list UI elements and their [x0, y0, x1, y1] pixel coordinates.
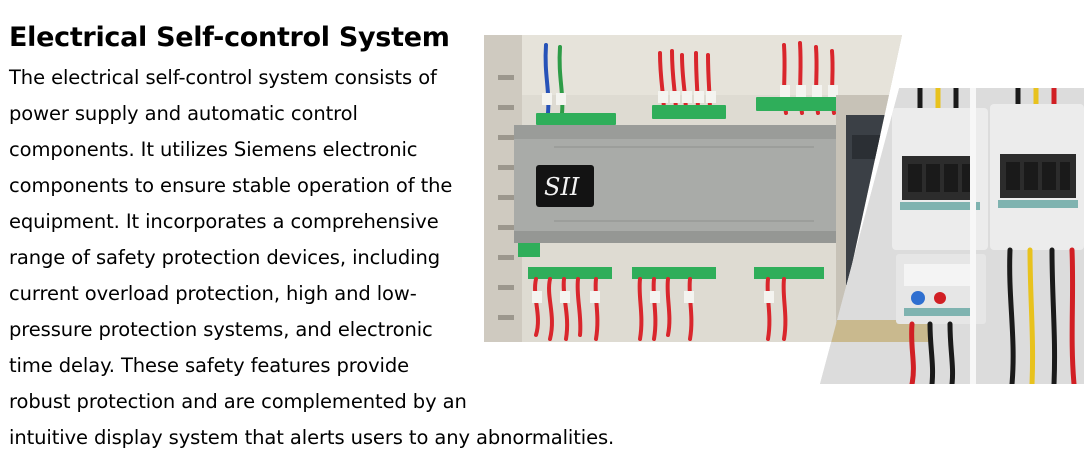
paragraph-line: equipment. It incorporates a comprehensi…	[9, 210, 439, 233]
page-title: Electrical Self-control System	[9, 22, 450, 53]
paragraph-line: current overload protection, high and lo…	[9, 282, 417, 305]
paragraph-line: components to ensure stable operation of…	[9, 174, 453, 197]
paragraph-line: robust protection and are complemented b…	[9, 390, 467, 413]
paragraph-line: range of safety protection devices, incl…	[9, 246, 440, 269]
paragraph-line: The electrical self-control system consi…	[9, 66, 437, 89]
plc-controller-photo: SII	[484, 35, 902, 342]
paragraph-line: pressure protection systems, and electro…	[9, 318, 433, 341]
plc-logo-text: SII	[544, 173, 580, 201]
paragraph-line: time delay. These safety features provid…	[9, 354, 410, 377]
paragraph-line: components. It utilizes Siemens electron…	[9, 138, 418, 161]
description-paragraph: The electrical self-control system consi…	[9, 60, 629, 456]
paragraph-line: intuitive display system that alerts use…	[9, 426, 615, 449]
paragraph-line: power supply and automatic control	[9, 102, 358, 125]
